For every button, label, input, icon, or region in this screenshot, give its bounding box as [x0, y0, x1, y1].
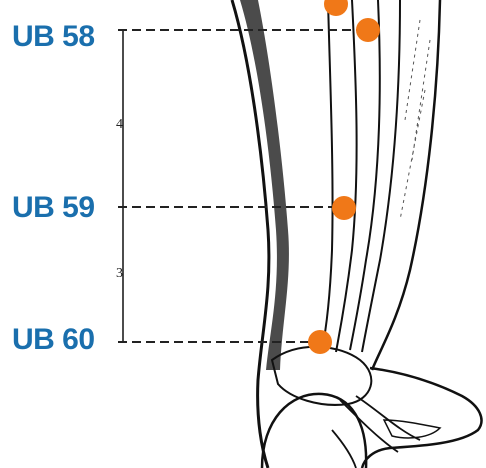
- acupoint-ub60: [308, 330, 332, 354]
- measure-lower: 3: [116, 266, 123, 282]
- label-ub59: UB 59: [12, 193, 95, 223]
- foot-outline: [362, 368, 481, 468]
- label-ub60: UB 60: [12, 325, 95, 355]
- shin-front-edge: [372, 0, 440, 370]
- tarsal-bones: [332, 396, 420, 468]
- acupoint-ub58: [356, 18, 380, 42]
- fibula-line-right: [336, 0, 357, 352]
- fibula-line-left: [322, 0, 333, 350]
- acupoint-ub59: [332, 196, 356, 220]
- tibia-line-right: [362, 0, 400, 352]
- measure-upper: 4: [116, 117, 123, 133]
- label-ub58: UB 58: [12, 22, 95, 52]
